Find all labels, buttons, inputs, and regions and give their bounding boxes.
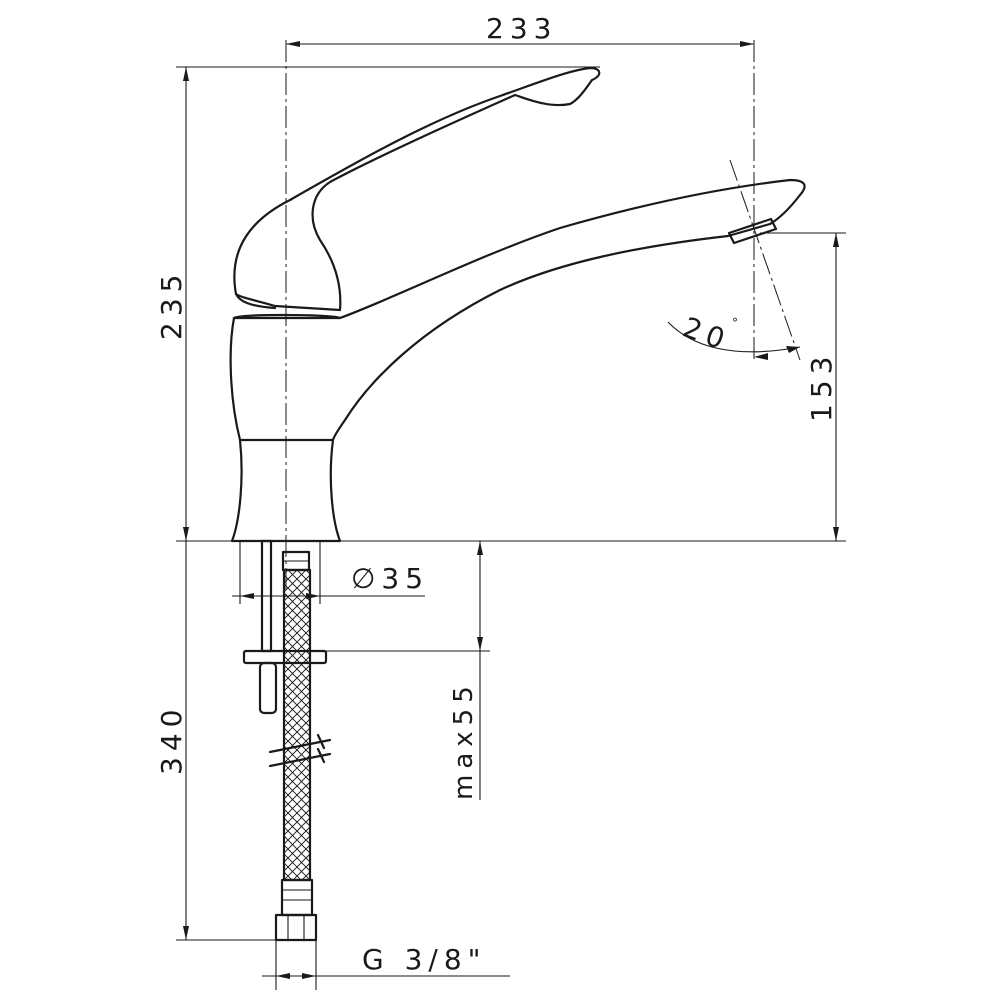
faucet-spout (229, 178, 806, 442)
hose-break-symbol (268, 733, 332, 768)
hose-braid-pattern (284, 570, 310, 880)
degree-symbol: ° (732, 316, 738, 330)
dim-width-label: 233 (486, 12, 557, 45)
faucet-outline (229, 66, 806, 543)
dim-height-label: 235 (155, 269, 188, 340)
lever-handle (233, 66, 601, 312)
body-cap-band (232, 313, 342, 320)
center-lines (285, 40, 801, 600)
dimension-labels: 233 235 153 ∅35 max55 340 G 3/8" 20 ° (155, 12, 838, 976)
braided-hose (282, 568, 312, 882)
hose-nut (274, 913, 318, 942)
mounting-plate (242, 649, 328, 665)
hose-bottom-crimp (280, 878, 314, 917)
dim-hose-length-label: 340 (155, 704, 188, 775)
dim-diameter-label: ∅35 (351, 562, 429, 595)
dim-thread-label: G 3/8" (362, 943, 487, 976)
mounting-nut (258, 661, 278, 715)
dim-angle-label: 20 (679, 311, 735, 358)
dim-spout-height-label: 153 (805, 351, 838, 422)
dimension-lines (176, 41, 846, 990)
aerator-axis (729, 159, 801, 361)
aerator (727, 217, 778, 245)
lever-base (234, 292, 277, 310)
mounting-assembly (242, 539, 332, 942)
dim-max-thickness-label: max55 (449, 680, 479, 800)
